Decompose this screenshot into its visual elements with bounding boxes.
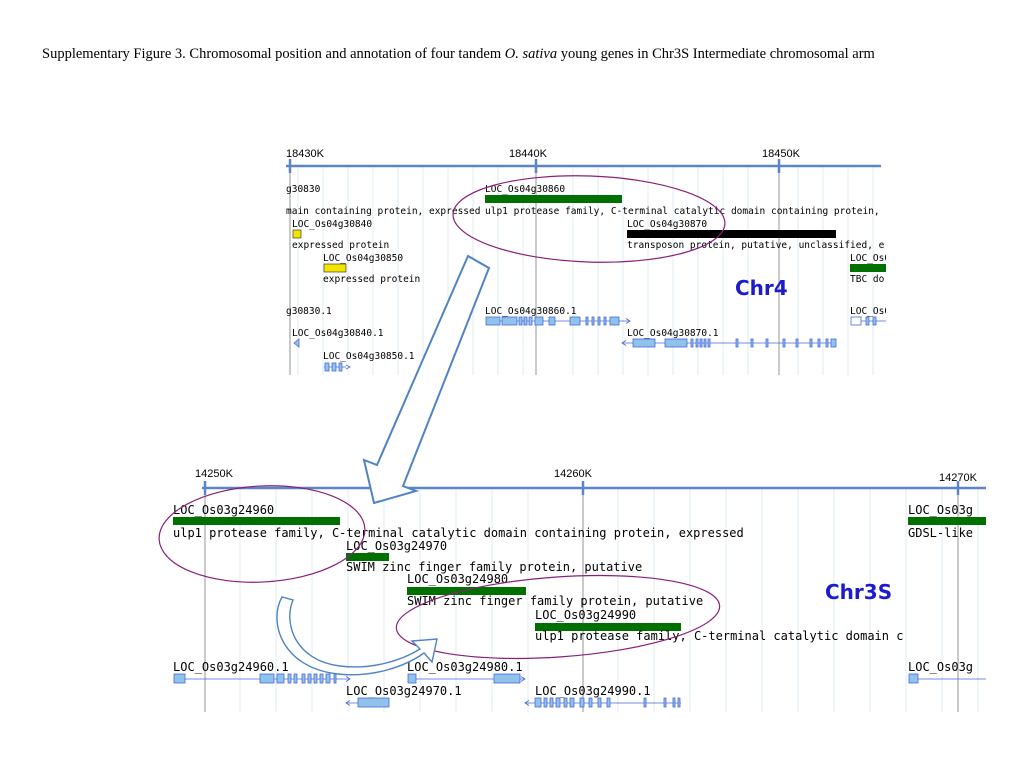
chr4-gene-desc: main containing protein, expressed [286, 206, 480, 217]
chr3s-gene-bar [407, 587, 526, 595]
chr4-tick-label: 18450K [762, 148, 801, 160]
chr4-gene-desc: transposon protein, putative, unclassifi… [627, 240, 886, 251]
chr4-label: Chr4 [735, 276, 788, 300]
chr3s-grid [239, 488, 979, 712]
caption-species: O. sativa [504, 46, 558, 62]
chr3s-track-graphic: 14250K 14260K 14270K LOC_Os03g24960 ulp1… [173, 468, 986, 712]
chr4-tick-label: 18440K [509, 148, 548, 160]
chr4-gene-bar [485, 195, 622, 203]
chr3s-tick-label: 14250K [195, 468, 234, 480]
chr4-gene-desc: ulp1 protease family, C-terminal catalyt… [485, 206, 880, 217]
chr4-gene-desc: TBC dor [850, 274, 886, 285]
chr3s-gene-desc: ulp1 protease family, C-terminal catalyt… [173, 526, 744, 540]
chr3s-gene-id: LOC_Os03g24960 [173, 503, 274, 517]
chr4-track-graphic: 18430K 18440K 18450K g30830 main contain… [286, 148, 886, 375]
duplication-arrow [362, 254, 491, 505]
chr3s-transcript-id: LOC_Os03g24980.1 [407, 660, 523, 674]
chr4-transcript-id: LOC_Os04g30850.1 [323, 351, 415, 362]
chr4-gene-id: LOC_Os0 [850, 253, 886, 264]
chr4-gene-desc: expressed protein [292, 240, 389, 251]
chr4-transcript-id: LOC_Os04g30870.1 [627, 328, 719, 339]
caption-text-end: young genes in Chr3S Intermediate chromo… [557, 46, 875, 62]
chr3s-label: Chr3S [825, 580, 893, 604]
chr3s-gene-id: LOC_Os03g24980 [407, 572, 508, 586]
chr3s-gene-bar [173, 517, 340, 525]
chr4-gene-id: LOC_Os04g30870 [627, 219, 707, 230]
chr4-gene-id: g30830 [286, 184, 321, 195]
chr4-gene-bar [323, 263, 347, 273]
chr4-gene-bar [850, 264, 886, 272]
chr3s-gene-id: LOC_Os03g24990 [535, 608, 636, 622]
chr4-gene-id: LOC_Os04g30840 [292, 219, 372, 230]
chr3s-gene-bar [346, 553, 389, 561]
chr4-gene-desc: expressed protein [323, 274, 420, 285]
chr3s-transcript-id: LOC_Os03g24970.1 [346, 684, 462, 698]
chr4-genome-browser-panel: 18430K 18440K 18450K g30830 main contain… [286, 140, 886, 375]
chr3s-transcript-models [173, 673, 986, 708]
chr4-tick-label: 18430K [286, 148, 325, 160]
chr4-transcript-id: LOC_Os04g30860.1 [485, 306, 577, 317]
chr4-gene-id: LOC_Os04g30850 [323, 253, 403, 264]
chr3s-transcript-id: LOC_Os03g24990.1 [535, 684, 651, 698]
caption-text: Supplementary Figure 3. Chromosomal posi… [42, 46, 505, 62]
chr4-transcript-id: LOC_Os04g30840.1 [292, 328, 384, 339]
chr3s-tandem-highlight-ellipse [395, 574, 721, 660]
chr3s-transcript-id: LOC_Os03g [908, 660, 973, 674]
chr3s-gene-desc: ulp1 protease family, C-terminal catalyt… [535, 629, 903, 643]
chr3s-gene-bar [908, 517, 986, 525]
chr3s-transcript-id: LOC_Os03g24960.1 [173, 660, 289, 674]
chr3s-gene-desc: SWIM zinc finger family protein, putativ… [407, 594, 703, 608]
tandem-duplication-arrow [276, 596, 438, 676]
chr4-gene-bar [627, 230, 836, 238]
chr4-transcript-models [293, 316, 886, 372]
chr3s-tick-label: 14270K [939, 472, 978, 484]
chr3s-gene-highlight-ellipse [158, 485, 366, 583]
chr3s-gene-id: LOC_Os03g24970 [346, 539, 447, 553]
chr3s-gene-bar [535, 623, 681, 631]
chr3s-gene-desc: GDSL-like [908, 526, 973, 540]
chr4-gene-id: LOC_Os04g30860 [485, 184, 565, 195]
figure-caption: Supplementary Figure 3. Chromosomal posi… [42, 45, 942, 64]
chr3s-gene-desc: SWIM zinc finger family protein, putativ… [346, 560, 642, 574]
chr4-transcript-id: LOC_Os0 [850, 306, 886, 317]
chr3s-tick-label: 14260K [554, 468, 593, 480]
chr4-gene-bar [292, 229, 302, 239]
chr3s-genome-browser-panel: 14250K 14260K 14270K LOC_Os03g24960 ulp1… [168, 462, 986, 712]
chr4-gene-highlight-ellipse [452, 175, 726, 263]
chr3s-gene-id: LOC_Os03g [908, 503, 973, 517]
chr3s-major-grid [204, 488, 959, 712]
chr4-transcript-id: g30830.1 [286, 306, 332, 317]
